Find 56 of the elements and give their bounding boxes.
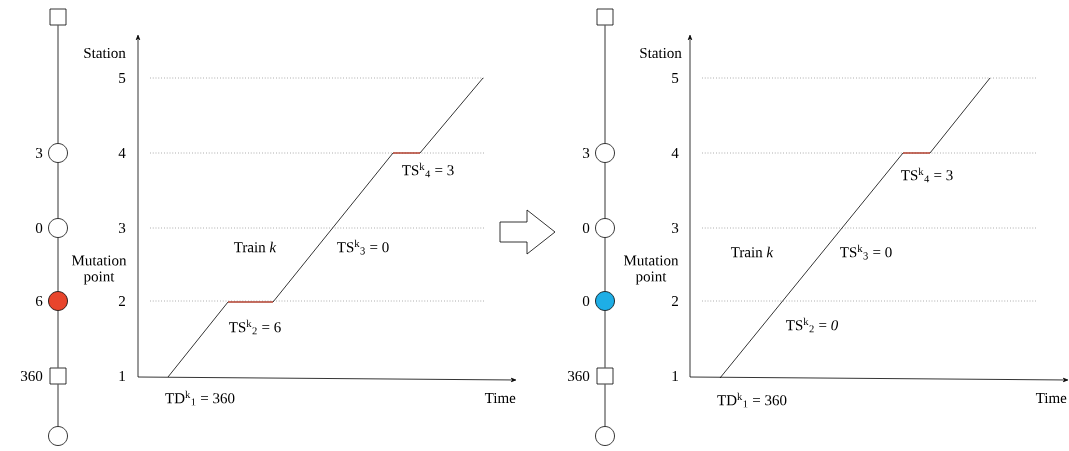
axis-label: Station [84,47,126,59]
train-label: Train k [731,246,774,258]
tick-label: 1 [672,371,678,381]
value-label: 360 [21,370,43,382]
tick-label: 2 [671,296,678,306]
station-circle [48,218,68,238]
line-segment [57,162,59,219]
tick-label: 4 [118,148,126,158]
station-circle [48,143,68,163]
line-segment [57,384,59,427]
dwell-label: TS$^{k}$$_{3}$ = 0 [840,244,892,260]
tick-label: 3 [672,222,679,234]
line-segment [604,384,606,427]
station-circle [48,291,68,311]
station-circle [48,426,68,446]
train-label: Train k [234,241,277,253]
axis-label: Station [640,47,682,59]
station-circle [595,218,615,238]
tick-label: 1 [119,371,125,381]
line-segment [604,162,606,219]
value-label: 3 [36,147,43,159]
line-segment [604,25,606,144]
tick-label: 4 [671,148,679,158]
line-segment [57,237,59,292]
mutation-label: Mutation point [623,255,679,285]
line-segment [57,310,59,368]
station-circle [595,291,615,311]
tick-label: 2 [118,296,125,306]
value-label: 0 [582,295,590,307]
value-label: 0 [35,222,43,234]
mutation-label: Mutation point [71,255,127,285]
dwell-label: TS$^{k}$$_{2}$ = 6 [229,319,281,335]
terminal-square [596,367,614,385]
tick-label: 5 [119,73,126,83]
dwell-label: TS$^{k}$$_{4}$ = 3 [901,167,953,183]
tick-label: 5 [672,73,679,83]
station-circle [595,426,615,446]
line-segment [604,237,606,292]
value-label: 3 [583,147,590,159]
departure-label: TD$^{k}$$_{1}$ = 360 [717,392,787,408]
terminal-square [49,8,67,26]
departure-label: TD$^{k}$$_{1}$ = 360 [165,390,235,406]
line-segment [604,310,606,368]
value-label: 360 [568,370,590,382]
tick-label: 3 [119,222,126,234]
station-circle [595,143,615,163]
terminal-square [49,367,67,385]
value-label: 0 [582,222,590,234]
axis-label: Time [484,392,516,404]
dwell-label: TS$^{k}$$_{2}$ = 0 [786,317,839,333]
terminal-square [596,8,614,26]
dwell-label: TS$^{k}$$_{3}$ = 0 [337,239,389,255]
line-segment [57,25,59,144]
dwell-label: TS$^{k}$$_{4}$ = 3 [402,162,454,178]
axis-label: Time [1035,392,1067,404]
value-label: 6 [35,295,43,307]
